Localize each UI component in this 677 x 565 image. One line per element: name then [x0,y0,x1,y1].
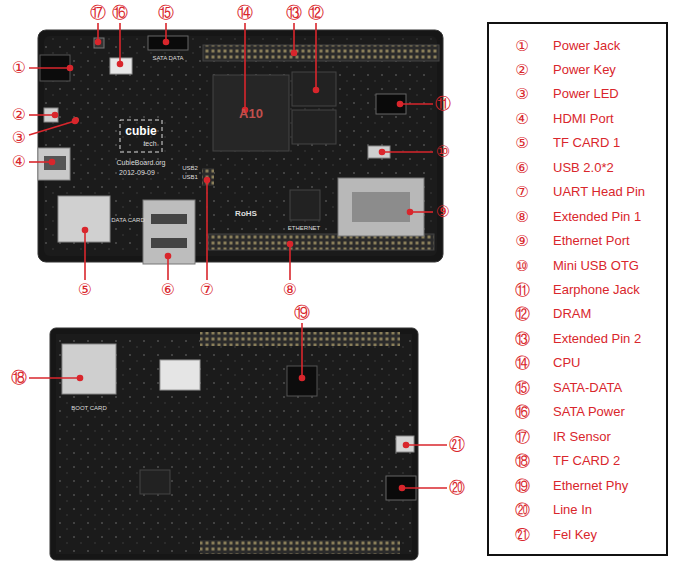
item-number: ⑪ [515,282,530,297]
callout-number: ⑤ [78,282,92,298]
item-number: ⑲ [515,478,530,493]
callout-number: ④ [12,154,26,170]
silkscreen-text: cubie [125,125,156,137]
item-number: ⑦ [515,184,528,199]
part-name: Power LED [553,87,619,100]
callout-number: ⑥ [161,282,175,298]
silkscreen-text: tech [143,140,156,147]
part-name: Earphone Jack [553,283,640,296]
callout-number: ⑱ [11,370,27,386]
part-name: IR Sensor [553,430,611,443]
callout-number: ⑲ [294,305,310,321]
silkscreen-text: CubieBoard.org [116,159,165,166]
item-number: ⑥ [515,160,528,175]
part-name: UART Head Pin [553,185,645,198]
part-name: Extended Pin 1 [553,210,641,223]
silkscreen-text: USB1 [182,174,198,180]
item-number: ⑭ [515,355,530,370]
bottom-board [50,328,418,560]
item-number: ① [515,38,528,53]
part-name: CPU [553,356,580,369]
item-number: ⑨ [515,233,528,248]
silkscreen-text: A10 [239,107,263,120]
callout-number: ⑨ [436,204,450,220]
part-name: Mini USB OTG [553,259,639,272]
item-number: ⑳ [515,502,530,517]
item-number: ⑩ [515,258,528,273]
part-name: SATA-DATA [553,381,622,394]
item-number: ④ [515,111,528,126]
part-name: Power Jack [553,39,620,52]
part-name: USB 2.0*2 [553,161,614,174]
part-name: Fel Key [553,528,597,541]
callout-number: ⑩ [436,144,450,160]
callout-number: ⑧ [283,282,297,298]
silkscreen-text: DATA CARD [111,217,144,223]
item-number: ③ [515,86,528,101]
part-name: Extended Pin 2 [553,332,641,345]
callout-number: ⑪ [435,96,451,112]
callout-number: ⑰ [90,5,106,21]
item-number: ⑯ [515,404,530,419]
callout-number: ⑬ [286,5,302,21]
callout-number: ⑮ [158,5,174,21]
callout-number: ⑳ [449,480,465,496]
silkscreen-text: ETHERNET [288,225,320,231]
leader-lines [29,23,447,491]
top-board [38,30,443,264]
callout-number: ㉑ [449,437,465,453]
callout-number: ① [12,60,26,76]
callout-number: ⑯ [112,5,128,21]
item-number: ⑫ [515,306,530,321]
silkscreen-text: 2012-09-09 [119,169,155,176]
part-name: Line In [553,503,592,516]
item-number: ⑮ [515,380,530,395]
part-name: TF CARD 1 [553,136,620,149]
callout-number: ⑦ [200,282,214,298]
silkscreen-text: SATA DATA [152,55,183,61]
callout-number: ⑫ [308,5,324,21]
callout-number: ⑭ [237,5,253,21]
silkscreen-text: RoHS [235,210,257,218]
item-number: ⑤ [515,135,528,150]
part-name: Power Key [553,63,616,76]
item-number: ⑰ [515,429,530,444]
item-number: ⑧ [515,209,528,224]
part-name: TF CARD 2 [553,454,620,467]
legend-panel: ① Power Jack ② Power Key ③ Power LED ④ HDMI Por… [487,22,668,556]
item-number: ㉑ [515,527,530,542]
silkscreen-text: USB2 [182,165,198,171]
part-name: Ethernet Port [553,234,630,247]
callout-number: ③ [12,130,26,146]
part-name: SATA Power [553,405,625,418]
item-number: ② [515,62,528,77]
part-name: HDMI Port [553,112,614,125]
part-name: Ethernet Phy [553,479,628,492]
silkscreen-text: BOOT CARD [71,405,107,411]
item-number: ⑱ [515,453,530,468]
item-number: ⑬ [515,331,530,346]
callout-number: ② [12,107,26,123]
part-name: DRAM [553,307,591,320]
